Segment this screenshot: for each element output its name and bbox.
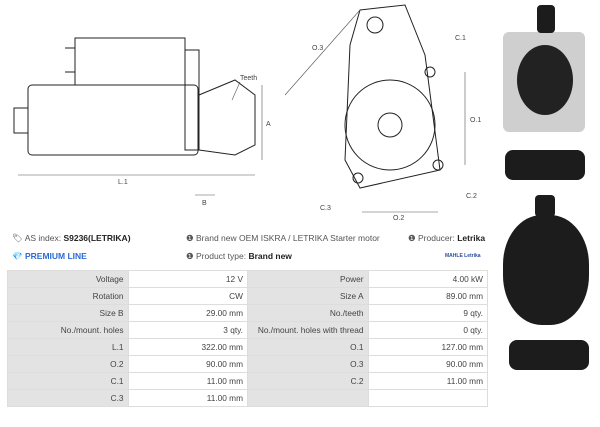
product-type: ❶ Product type: Brand new bbox=[186, 251, 292, 261]
spec-label: C.1 bbox=[7, 372, 129, 390]
spec-value: 4.00 kW bbox=[367, 270, 489, 288]
spec-label bbox=[246, 389, 369, 407]
description: ❶ Brand new OEM ISKRA / LETRIKA Starter … bbox=[186, 233, 380, 243]
as-index: 🏷 AS index: S9236(LETRIKA) bbox=[12, 233, 131, 243]
side-view-diagram: L.1 B A Teeth bbox=[13, 37, 271, 207]
spec-label: L.1 bbox=[7, 338, 129, 356]
spec-value: 127.00 mm bbox=[367, 338, 489, 356]
spec-label: C.2 bbox=[246, 372, 369, 390]
spec-label: Voltage bbox=[7, 270, 129, 288]
spec-label: Size B bbox=[7, 304, 129, 322]
spec-value: 11.00 mm bbox=[367, 372, 489, 390]
spec-label: O.1 bbox=[246, 338, 369, 356]
spec-value: 90.00 mm bbox=[127, 355, 248, 373]
spec-label: O.3 bbox=[246, 355, 369, 373]
spec-value: 322.00 mm bbox=[127, 338, 248, 356]
label-l1: L.1 bbox=[118, 179, 128, 186]
spec-value bbox=[367, 389, 489, 407]
spec-value: 89.00 mm bbox=[367, 287, 489, 305]
producer: ❶ Producer: Letrika bbox=[408, 233, 486, 243]
spec-label: No./mount. holes with thread bbox=[246, 321, 369, 339]
label-c3: C.3 bbox=[320, 205, 331, 212]
spec-value: 3 qty. bbox=[127, 321, 248, 339]
spec-label: Rotation bbox=[7, 287, 129, 305]
spec-value: 90.00 mm bbox=[367, 355, 489, 373]
spec-label: Size A bbox=[246, 287, 369, 305]
label-c1: C.1 bbox=[455, 35, 466, 42]
front-view-diagram: O.3 C.1 O.1 C.2 O.2 C.3 bbox=[284, 4, 481, 222]
spec-label: O.2 bbox=[7, 355, 129, 373]
brand-logo: MAHLE Letrika bbox=[445, 253, 481, 259]
spec-value: 0 qty. bbox=[367, 321, 489, 339]
label-c2: C.2 bbox=[466, 193, 477, 200]
diamond-icon: 💎 bbox=[12, 251, 23, 261]
spec-label: No./teeth bbox=[246, 304, 369, 322]
info-icon: ❶ bbox=[186, 233, 194, 243]
spec-value: 11.00 mm bbox=[127, 389, 248, 407]
spec-label: C.3 bbox=[7, 389, 129, 407]
product-photos bbox=[495, 0, 600, 427]
label-a: A bbox=[266, 121, 271, 128]
label-o3: O.3 bbox=[312, 45, 323, 52]
label-o1: O.1 bbox=[470, 117, 481, 124]
premium-line-badge: 💎 PREMIUM LINE bbox=[12, 251, 87, 261]
label-b: B bbox=[202, 200, 207, 207]
spec-value: 11.00 mm bbox=[127, 372, 248, 390]
spec-value: CW bbox=[127, 287, 248, 305]
spec-value: 12 V bbox=[127, 270, 248, 288]
label-o2: O.2 bbox=[393, 215, 404, 222]
spec-label: No./mount. holes bbox=[7, 321, 129, 339]
spec-value: 29.00 mm bbox=[127, 304, 248, 322]
label-teeth: Teeth bbox=[240, 75, 257, 82]
info-icon: ❶ bbox=[186, 251, 194, 261]
spec-label: Power bbox=[246, 270, 369, 288]
info-icon: ❶ bbox=[408, 233, 416, 243]
spec-value: 9 qty. bbox=[367, 304, 489, 322]
